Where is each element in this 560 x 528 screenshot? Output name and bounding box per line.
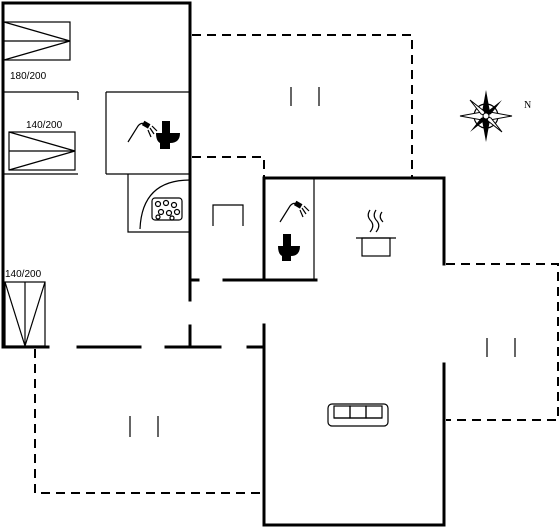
shower-icon — [127, 120, 158, 143]
walls — [1, 1, 446, 527]
toilet-icon — [278, 234, 300, 261]
stove-pot-icon — [356, 209, 396, 257]
compass-rose-icon — [459, 90, 513, 142]
shower-icon — [279, 200, 310, 223]
north-label: N — [524, 100, 531, 111]
terrace-right — [446, 263, 559, 421]
bed-double-bottom: 140/200 — [4, 269, 46, 347]
toilet-icon — [156, 121, 180, 149]
sofa-icon — [327, 403, 389, 427]
bed-size-label: 180/200 — [10, 71, 47, 82]
bed-size-label: 140/200 — [5, 269, 42, 280]
terrace-top — [192, 34, 413, 178]
bubbles-icon — [154, 199, 181, 221]
terrace-bottom-left — [34, 349, 262, 494]
bed-double-top: 180/200 — [3, 21, 71, 82]
jacuzzi — [139, 179, 191, 230]
hallway-dashed-outline — [192, 156, 265, 178]
bed-double-middle: 140/200 — [8, 120, 76, 171]
bed-size-label: 140/200 — [26, 120, 63, 131]
